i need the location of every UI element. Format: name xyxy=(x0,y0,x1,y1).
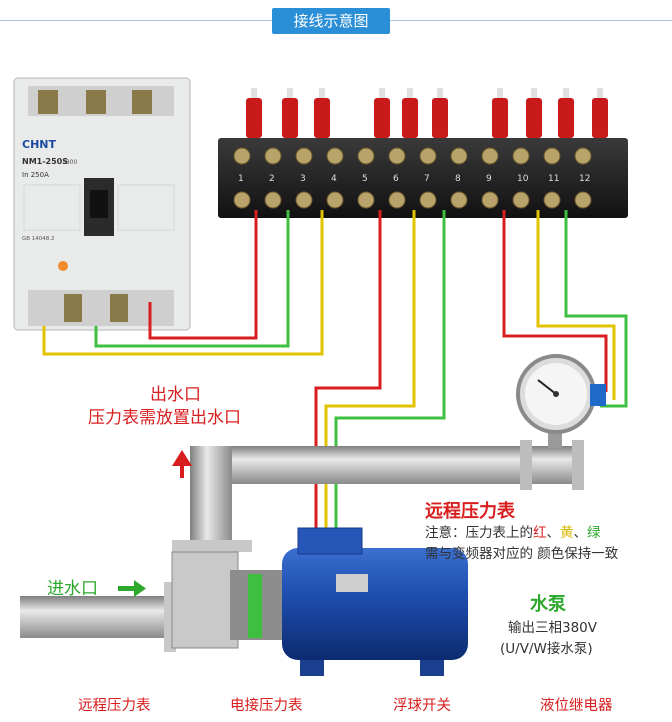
remote-gauge-title: 远程压力表 xyxy=(425,501,515,522)
terminal-number: 11 xyxy=(548,174,559,184)
outlet-note: 压力表需放置出水口 xyxy=(88,408,241,428)
bottom-label-contact-gauge: 电接压力表 xyxy=(230,698,303,714)
terminal-number: 9 xyxy=(486,174,492,184)
inlet-arrow xyxy=(118,580,146,597)
note-yellow: 黄 xyxy=(560,525,574,541)
bottom-label-level-relay: 液位继电器 xyxy=(540,698,613,714)
terminal-number: 1 xyxy=(238,174,244,184)
outlet-label: 出水口 xyxy=(150,385,201,405)
terminal-number: 10 xyxy=(517,174,529,184)
terminal-number: 5 xyxy=(362,174,368,184)
terminal-number: 6 xyxy=(393,174,399,184)
breaker-handle[interactable] xyxy=(90,190,108,218)
outlet-arrow xyxy=(172,450,192,478)
color-note: 注意：压力表上的红、黄、绿 xyxy=(425,521,601,541)
note-red: 红 xyxy=(533,525,547,541)
gauge-wires xyxy=(502,210,628,408)
note-sep-2: 、 xyxy=(573,525,588,541)
page-title: 接线示意图 xyxy=(272,8,390,34)
terminal-number: 7 xyxy=(424,174,430,184)
circuit-breaker: CHNT NM1-250S 3300 In 250A GB 14048.2 xyxy=(13,77,191,331)
pump-title: 水泵 xyxy=(530,594,566,615)
note-green: 绿 xyxy=(587,525,601,541)
breaker-rating: In 250A xyxy=(22,171,49,179)
top-wires xyxy=(246,88,608,138)
terminal-number: 4 xyxy=(331,174,337,184)
water-pump xyxy=(171,527,468,676)
breaker-brand: CHNT xyxy=(22,138,56,151)
pump-output: 输出三相380V xyxy=(508,620,598,636)
breaker-wires xyxy=(42,210,324,356)
terminal-number: 8 xyxy=(455,174,461,184)
terminal-number: 2 xyxy=(269,174,275,184)
terminal-number: 12 xyxy=(579,174,590,184)
note-sep-1: 、 xyxy=(546,525,561,541)
inlet-label: 进水口 xyxy=(47,579,98,599)
breaker-model-suffix: 3300 xyxy=(62,159,77,166)
pump-uvw: (U/V/W接水泵) xyxy=(500,641,593,657)
bottom-label-remote-gauge: 远程压力表 xyxy=(78,698,151,714)
terminal-number: 3 xyxy=(300,174,306,184)
breaker-standard: GB 14048.2 xyxy=(22,236,55,242)
breaker-model: NM1-250S xyxy=(22,157,68,166)
pressure-gauge xyxy=(516,354,606,434)
bottom-label-float-switch: 浮球开关 xyxy=(393,698,451,714)
color-note-line2: 需与变频器对应的 颜色保持一致 xyxy=(425,546,619,562)
note-prefix: 注意：压力表上的 xyxy=(425,525,533,541)
pump-wires xyxy=(314,210,446,540)
pipes xyxy=(20,428,584,652)
